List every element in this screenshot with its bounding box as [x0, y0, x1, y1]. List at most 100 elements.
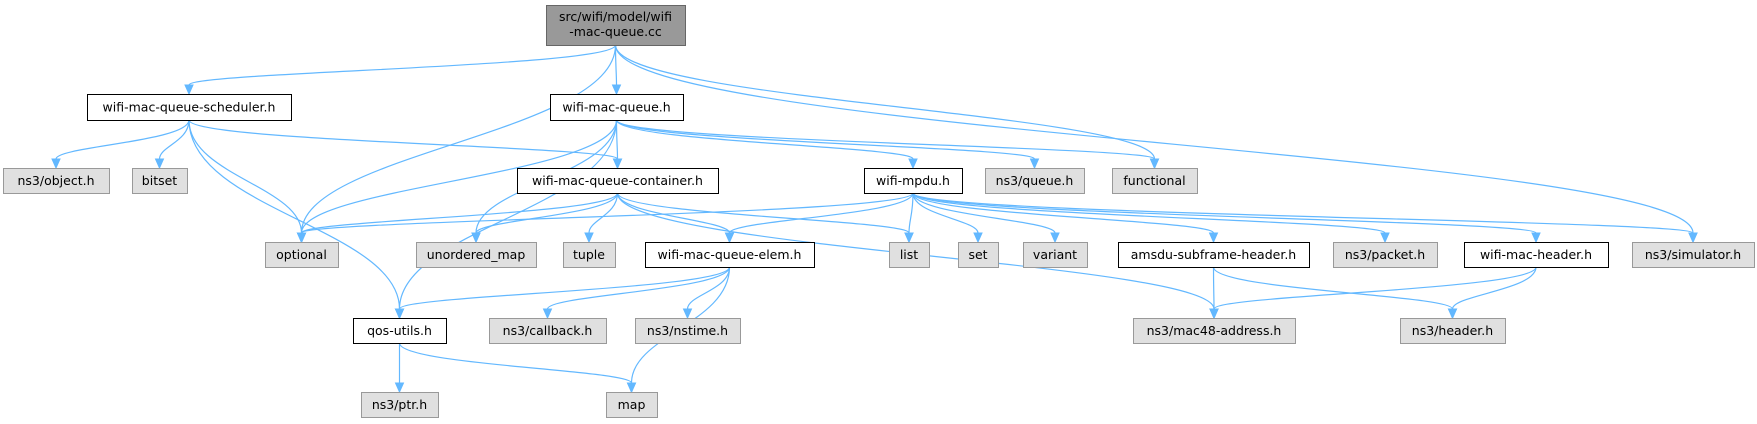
node-label-ns3-packet-h: ns3/packet.h	[1345, 247, 1425, 262]
node-label-unordered-map: unordered_map	[427, 247, 526, 262]
node-box-wifi-mac-queue-scheduler-h	[87, 94, 292, 121]
node-label-wifi-mac-queue-elem-h: wifi-mac-queue-elem.h	[658, 247, 802, 262]
edge-elem-to-nstime	[686, 266, 731, 310]
arrowhead-elem-to-callback	[542, 308, 553, 320]
node-label-wifi-mac-queue-container-h: wifi-mac-queue-container.h	[532, 173, 703, 188]
node-label-variant: variant	[1033, 247, 1077, 262]
node-label-ns3-object-h: ns3/object.h	[17, 173, 94, 188]
node-box-qos-utils-h	[353, 318, 447, 344]
node-box-optional	[265, 242, 339, 268]
edge-mpdu-to-elem	[728, 192, 914, 234]
node-box-unordered-map	[416, 242, 537, 268]
edge-amsdu-to-header	[1212, 266, 1454, 310]
node-wifi-mac-queue-container-h[interactable]: wifi-mac-queue-container.h	[517, 168, 719, 194]
node-amsdu-subframe-header-h[interactable]: amsdu-subframe-header.h	[1118, 242, 1310, 268]
node-box-map	[606, 392, 658, 418]
node-ns3-queue-h: ns3/queue.h	[985, 168, 1085, 194]
node-ns3-packet-h: ns3/packet.h	[1333, 242, 1438, 268]
node-bitset: bitset	[132, 168, 188, 194]
node-functional: functional	[1112, 168, 1198, 194]
edge-elem-to-qos	[398, 266, 731, 310]
node-box-variant	[1023, 242, 1088, 268]
node-wifi-mac-queue-scheduler-h[interactable]: wifi-mac-queue-scheduler.h	[87, 94, 292, 121]
node-label-wifi-mac-header-h: wifi-mac-header.h	[1480, 247, 1592, 262]
node-layer: src/wifi/model/wifi-mac-queue.cc wifi-mac…	[3, 5, 1755, 418]
node-box-set	[958, 242, 999, 268]
node-label-bitset: bitset	[142, 173, 178, 188]
node-list: list	[889, 242, 930, 268]
arrowhead-qos-to-ptr	[394, 382, 405, 394]
node-tuple: tuple	[563, 242, 616, 268]
node-box-ns3-nstime-h	[635, 318, 741, 344]
node-box-ns3-header-h	[1400, 318, 1506, 344]
arrowhead-mpdu-to-set	[973, 232, 983, 244]
node-wifi-mac-queue-elem-h[interactable]: wifi-mac-queue-elem.h	[645, 242, 815, 268]
arrowhead-mpdu-to-optional	[296, 232, 307, 244]
node-wifi-mac-header-h[interactable]: wifi-mac-header.h	[1464, 242, 1609, 268]
node-box-ns3-packet-h	[1333, 242, 1438, 268]
node-map: map	[606, 392, 658, 418]
node-variant: variant	[1023, 242, 1088, 268]
edge-mpdu-to-optional	[300, 192, 914, 234]
arrowhead-queue-to-ns3queue	[1029, 158, 1040, 170]
node-ns3-mac48-address-h: ns3/mac48-address.h	[1133, 318, 1296, 344]
edge-scheduler-to-optional	[188, 119, 303, 234]
arrowhead-elem-to-qos	[394, 308, 405, 320]
edge-amsdu-to-mac48	[1212, 266, 1215, 310]
node-label-wifi-mac-queue-scheduler-h: wifi-mac-queue-scheduler.h	[103, 100, 276, 115]
arrowhead-mpdu-to-variant	[1050, 232, 1060, 244]
edge-macheader-to-header	[1451, 266, 1537, 310]
edge-elem-to-callback	[546, 266, 731, 310]
edge-container-to-unordered_map	[475, 192, 619, 234]
node-label-list: list	[900, 247, 918, 262]
edge-layer	[51, 44, 1698, 394]
edge-queue-to-ns3queue	[615, 119, 1036, 160]
edge-scheduler-to-bitset	[158, 119, 190, 160]
edge-root-to-queue	[614, 44, 618, 86]
node-unordered-map: unordered_map	[416, 242, 537, 268]
arrowhead-root-to-queue	[611, 84, 622, 96]
node-ns3-object-h: ns3/object.h	[3, 168, 110, 194]
arrowhead-queue-to-functional	[1149, 158, 1160, 170]
arrowhead-container-to-unordered_map	[471, 232, 481, 244]
node-label-amsdu-subframe-header-h: amsdu-subframe-header.h	[1131, 247, 1296, 262]
node-label-functional: functional	[1123, 173, 1185, 188]
arrowhead-macheader-to-mac48	[1209, 308, 1219, 320]
node-box-list	[889, 242, 930, 268]
edge-mpdu-to-list	[908, 192, 914, 234]
edge-mpdu-to-variant	[912, 192, 1056, 234]
node-root-box	[546, 5, 686, 46]
edge-mpdu-to-macheader	[912, 192, 1537, 234]
node-ns3-callback-h: ns3/callback.h	[489, 318, 607, 344]
node-root-label-line: src/wifi/model/wifi	[559, 9, 672, 24]
node-label-ns3-queue-h: ns3/queue.h	[996, 173, 1074, 188]
node-box-ns3-queue-h	[985, 168, 1085, 194]
edge-root-to-optional	[300, 44, 617, 234]
edge-root-to-simulator	[614, 44, 1694, 234]
node-label-optional: optional	[276, 247, 327, 262]
edge-scheduler-to-qos	[188, 119, 401, 310]
node-wifi-mpdu-h[interactable]: wifi-mpdu.h	[864, 168, 963, 194]
node-wifi-mac-queue-h[interactable]: wifi-mac-queue.h	[550, 94, 684, 121]
edge-mpdu-to-packet	[912, 192, 1386, 234]
edge-queue-to-container	[615, 119, 619, 160]
node-ns3-simulator-h: ns3/simulator.h	[1632, 242, 1755, 268]
node-label-tuple: tuple	[573, 247, 605, 262]
edge-mpdu-to-set	[912, 192, 979, 234]
edge-mpdu-to-amsdu	[912, 192, 1215, 234]
node-label-qos-utils-h: qos-utils.h	[367, 323, 432, 338]
edge-container-to-elem	[616, 192, 731, 234]
node-root-label-line: -mac-queue.cc	[569, 24, 662, 39]
node-label-wifi-mac-queue-h: wifi-mac-queue.h	[562, 100, 670, 115]
node-label-map: map	[618, 397, 646, 412]
node-ns3-header-h: ns3/header.h	[1400, 318, 1506, 344]
node-label-ns3-nstime-h: ns3/nstime.h	[647, 323, 728, 338]
node-root-source-file: src/wifi/model/wifi-mac-queue.cc	[546, 5, 686, 46]
node-qos-utils-h[interactable]: qos-utils.h	[353, 318, 447, 344]
node-box-functional	[1112, 168, 1198, 194]
node-box-ns3-object-h	[3, 168, 110, 194]
arrowhead-mpdu-to-simulator	[1688, 232, 1698, 244]
node-box-wifi-mac-header-h	[1464, 242, 1609, 268]
edge-scheduler-to-container	[188, 119, 619, 160]
